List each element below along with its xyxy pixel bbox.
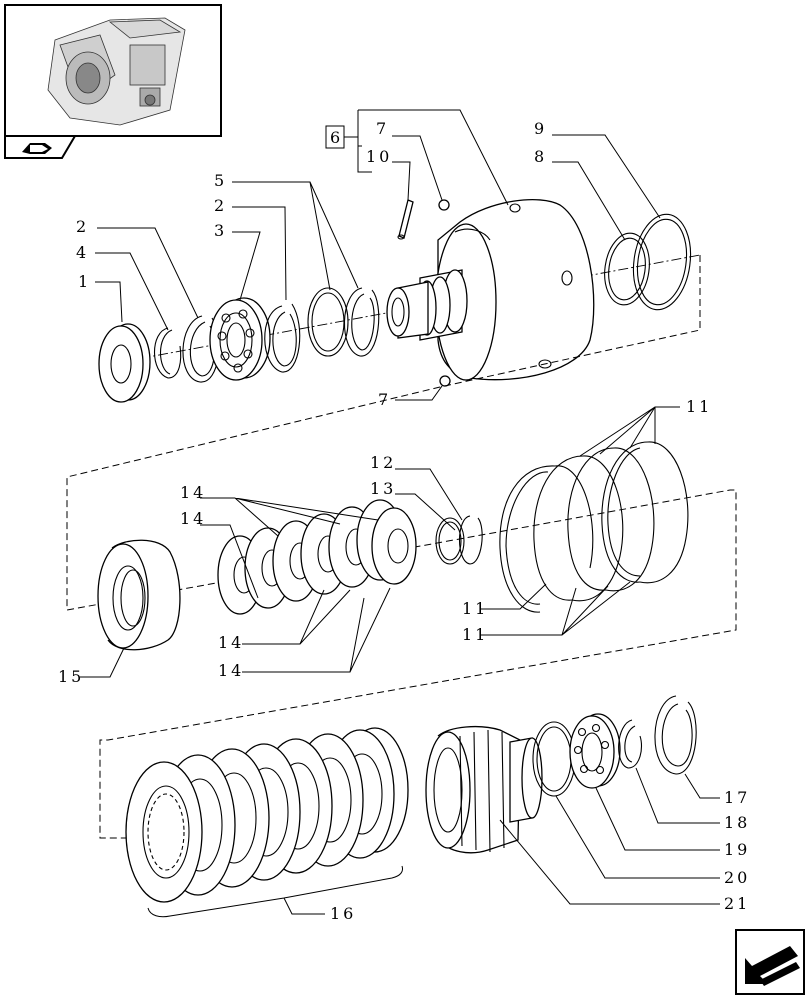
leader-lines bbox=[80, 109, 720, 918]
callout-14-a[interactable]: 14 bbox=[180, 483, 206, 502]
callout-16[interactable]: 16 bbox=[330, 904, 356, 923]
callout-17[interactable]: 17 bbox=[724, 788, 750, 807]
callout-18[interactable]: 18 bbox=[724, 813, 750, 832]
part-10-pin bbox=[397, 199, 414, 240]
callout-14-d[interactable]: 14 bbox=[218, 661, 244, 680]
callout-13[interactable]: 13 bbox=[370, 479, 396, 498]
part-5-seal-rings bbox=[307, 287, 380, 357]
callout-5[interactable]: 5 bbox=[214, 171, 227, 190]
part-18-circlip bbox=[618, 719, 643, 769]
callout-14-c[interactable]: 14 bbox=[218, 633, 244, 652]
callout-11-bottom[interactable]: 11 bbox=[462, 625, 488, 644]
callout-7-bottom[interactable]: 7 bbox=[378, 390, 391, 409]
part-12-13-snap-rings bbox=[435, 515, 483, 565]
transmission-housing-thumbnail bbox=[47, 17, 186, 126]
part-15-bearing-cup bbox=[97, 539, 181, 651]
callout-2-right[interactable]: 2 bbox=[214, 196, 227, 215]
callout-1[interactable]: 1 bbox=[78, 272, 91, 291]
part-4-circlip bbox=[154, 327, 182, 379]
callout-3[interactable]: 3 bbox=[214, 221, 227, 240]
callout-4[interactable]: 4 bbox=[76, 243, 89, 262]
callout-12[interactable]: 12 bbox=[370, 453, 396, 472]
part-8-o-ring bbox=[604, 232, 650, 306]
callout-2-left[interactable]: 2 bbox=[76, 217, 89, 236]
part-7-ball-bottom bbox=[439, 375, 451, 387]
part-2-snap-ring-right bbox=[264, 303, 301, 373]
callout-6[interactable]: 6 bbox=[330, 128, 343, 147]
callout-7-top[interactable]: 7 bbox=[376, 119, 389, 138]
book-tab-icon[interactable] bbox=[4, 135, 77, 159]
part-3-ball-bearing bbox=[209, 297, 271, 381]
callout-10[interactable]: 10 bbox=[366, 147, 392, 166]
part-17-snap-ring bbox=[654, 695, 697, 775]
thumbnail-panel[interactable] bbox=[4, 4, 222, 137]
part-1-thrust-washer bbox=[98, 323, 151, 403]
next-page-arrow-icon[interactable] bbox=[735, 929, 805, 995]
part-19-bearing bbox=[569, 713, 621, 789]
callout-21[interactable]: 21 bbox=[724, 894, 750, 913]
callout-11-mid[interactable]: 11 bbox=[462, 599, 488, 618]
callout-20[interactable]: 20 bbox=[724, 868, 750, 887]
part-11-springs bbox=[499, 441, 689, 613]
part-7-ball-top bbox=[438, 199, 450, 211]
part-14-disc-stack bbox=[217, 499, 417, 615]
callout-11-top[interactable]: 11 bbox=[686, 397, 712, 416]
callout-14-b[interactable]: 14 bbox=[180, 509, 206, 528]
part-21-splined-hub bbox=[425, 726, 543, 854]
callout-8[interactable]: 8 bbox=[534, 147, 547, 166]
part-6-clutch-drum bbox=[386, 199, 595, 381]
callout-numbers: 1 4 2 3 2 5 6 7 10 7 9 8 11 12 13 14 14 … bbox=[58, 119, 750, 923]
callout-15[interactable]: 15 bbox=[58, 667, 84, 686]
callout-19[interactable]: 19 bbox=[724, 840, 750, 859]
callout-9[interactable]: 9 bbox=[534, 119, 547, 138]
part-9-o-ring bbox=[632, 213, 692, 311]
part-16-clutch-plate-pack bbox=[125, 727, 409, 903]
